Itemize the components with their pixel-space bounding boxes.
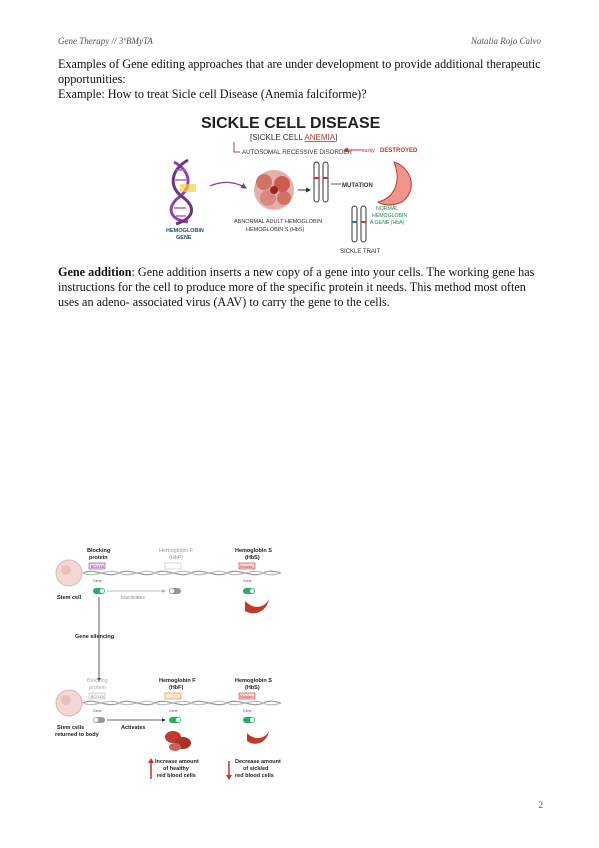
fig2-mutation-bottom: Mutation	[240, 695, 253, 699]
fig1-subtitle: [SICKLE CELL ANEMIA]	[250, 133, 337, 142]
fig2-blocking-2-bottom: protein	[89, 685, 106, 691]
fig2-gene-silencing: Gene silencing	[75, 634, 114, 640]
intro-line1: Examples of Gene editing approaches that…	[58, 57, 541, 86]
fig1-normal-2: HEMOGLOBIN	[372, 213, 407, 219]
fig2-hbf-2-top: (HbF)	[169, 555, 183, 561]
fig2-increase-1: Increase amount	[155, 759, 199, 765]
hemoglobin-molecule-icon	[254, 170, 294, 210]
fig2-gene-label-3: Gene	[93, 709, 102, 713]
sickle-cell-icon	[245, 599, 269, 614]
fig1-normal-3: A GENE (HbA)	[370, 220, 405, 226]
fig2-activates: Activates	[121, 725, 145, 731]
fig2-bcl-top: BCL11A	[91, 565, 104, 569]
intro-line2: Example: How to treat Sicle cell Disease…	[58, 87, 367, 101]
fig2-hbf-1-top: Hemoglobin F	[159, 548, 194, 554]
intro-paragraph: Examples of Gene editing approaches that…	[58, 57, 544, 102]
fig2-stem-cell: Stem cell	[57, 595, 82, 601]
fig2-hbs-1-top: Hemoglobin S	[235, 548, 272, 554]
fig2-increase-2: of healthy	[163, 766, 190, 772]
fig2-gene-label-1: Gene	[93, 579, 102, 583]
fig2-mutation-top: Mutation	[240, 565, 253, 569]
fig2-hbs-2-bottom: (HbS)	[245, 685, 260, 691]
fig2-gene-label-5: Gene	[243, 709, 252, 713]
fig2-stem-returned-1: Stem cells	[57, 725, 84, 731]
fig1-abnormal-2: HEMOGLOBIN S (HbS)	[246, 227, 305, 233]
fig1-trait: SICKLE TRAIT	[340, 249, 381, 255]
fig2-stem-returned-2: returned to body	[55, 732, 100, 738]
header-right: Natalia Rojo Calvo	[470, 36, 541, 46]
fig2-bcl-bottom: BCL11A	[91, 695, 104, 699]
page-number: 2	[538, 800, 544, 810]
fig1-mutation: MUTATION	[342, 183, 373, 189]
fig1-easily: easily	[362, 148, 375, 154]
fig1-destroyed: DESTROYED	[380, 148, 418, 154]
gene-addition-term: Gene addition	[58, 265, 132, 279]
fig2-decrease-3: red blood cells	[235, 773, 274, 779]
sickle-cell-icon	[376, 161, 412, 206]
fig1-abnormal-1: ABNORMAL ADULT HEMOGLOBIN	[234, 219, 322, 225]
fig2-decrease-2: of sickled	[243, 766, 268, 772]
fig1-title: SICKLE CELL DISEASE	[201, 115, 381, 132]
gene-addition-text: : Gene addition inserts a new copy of a …	[58, 265, 535, 309]
fig2-blocking-1-bottom: Blocking	[87, 678, 108, 684]
fig2-hbs-1-bottom: Hemoglobin S	[235, 678, 272, 684]
fig2-increase-3: red blood cells	[157, 773, 196, 779]
fig1-hb-gene-1: HEMOGLOBIN	[166, 228, 204, 234]
gene-addition-paragraph: Gene addition: Gene addition inserts a n…	[58, 265, 544, 310]
fig1-hb-gene-2: GENE	[176, 235, 192, 241]
sickle-trait-chromosomes-icon	[351, 205, 367, 243]
fig1-disorder: AUTOSOMAL RECESSIVE DISORDER	[242, 149, 353, 156]
fig2-hbf-1-bottom: Hemoglobin F	[159, 678, 196, 684]
gene-silencing-figure: Blocking protein Hemoglobin F (HbF) Hemo…	[55, 548, 282, 780]
dna-helix-icon	[169, 158, 196, 226]
fig2-gene-label-4: Gene	[169, 709, 178, 713]
sickle-cell-figure: SICKLE CELL DISEASE [SICKLE CELL ANEMIA]…	[166, 115, 418, 255]
red-blood-cell-icon	[169, 743, 181, 751]
fig2-decrease-1: Decrease amount	[235, 759, 281, 765]
header-left: Gene Therapy // 3ºBMyTA	[58, 36, 153, 46]
fig2-hbs-2-top: (HbS)	[245, 555, 260, 561]
fig2-inactivates: Inactivates	[121, 595, 145, 601]
fig2-hbf-2-bottom: (HbF)	[169, 685, 184, 691]
chromosome-pair-icon	[313, 161, 329, 203]
fig2-blocking-2: protein	[89, 555, 108, 561]
fig2-gene-label-2: Gene	[243, 579, 252, 583]
fig1-normal-1: NORMAL	[376, 206, 398, 212]
fig2-blocking-1: Blocking	[87, 548, 110, 554]
sickle-cell-icon	[247, 731, 269, 744]
